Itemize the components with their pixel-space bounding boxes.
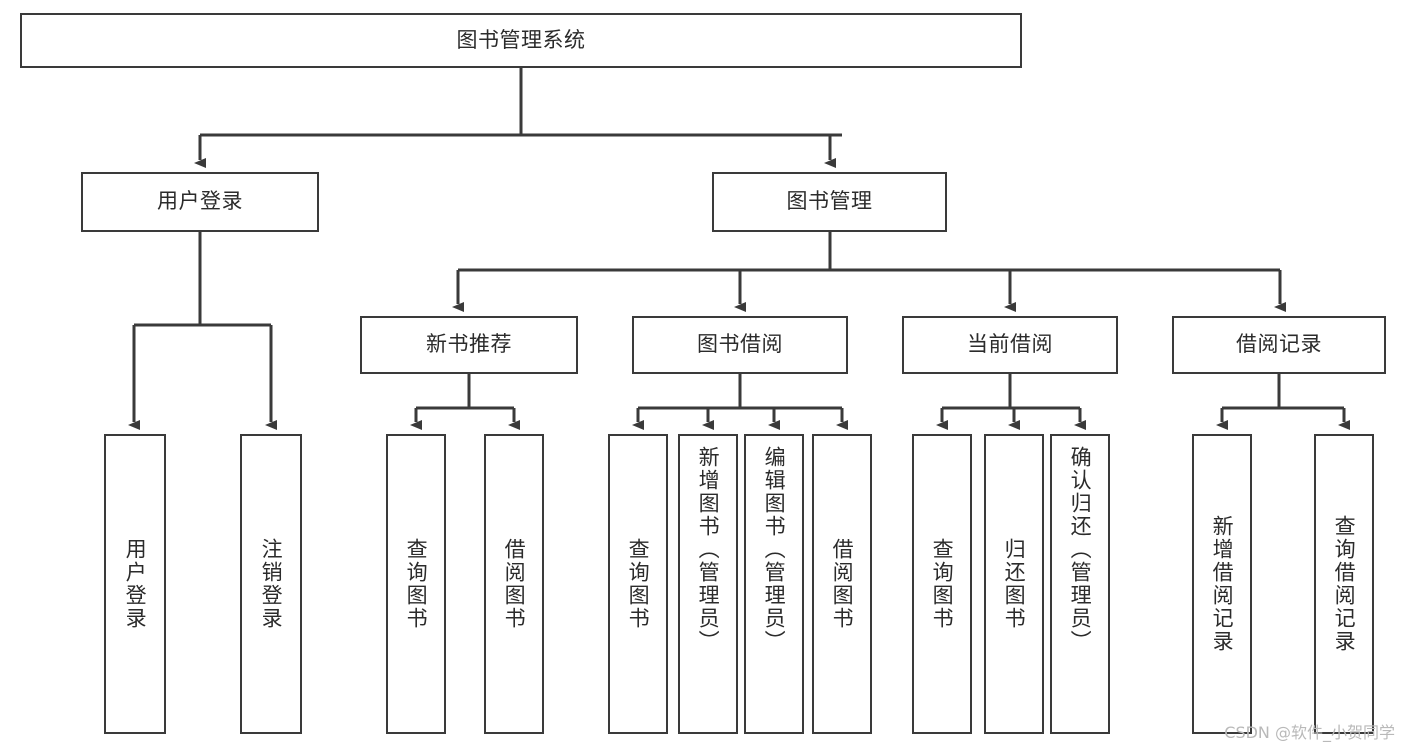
node-leaf-query-book-current[interactable]: 查询图书 xyxy=(912,434,972,734)
csdn-watermark: CSDN @软件_小贺同学 xyxy=(1224,723,1395,742)
node-leaf-query-book-recommend[interactable]: 查询图书 xyxy=(386,434,446,734)
node-book-management-label: 图书管理 xyxy=(786,189,873,214)
node-leaf-borrow-book-borrow-label: 借阅图书 xyxy=(830,538,855,630)
node-leaf-logout-login[interactable]: 注销登录 xyxy=(240,434,302,734)
node-leaf-query-borrow-record-label: 查询借阅记录 xyxy=(1332,515,1357,653)
node-leaf-user-login-label: 用户登录 xyxy=(123,538,148,630)
node-leaf-confirm-return-admin-label: 确认归还（管理员） xyxy=(1068,446,1093,653)
node-borrow-record-label: 借阅记录 xyxy=(1236,332,1322,357)
node-leaf-query-book-current-label: 查询图书 xyxy=(930,538,955,630)
node-book-borrow[interactable]: 图书借阅 xyxy=(632,316,848,374)
node-leaf-logout-login-label: 注销登录 xyxy=(259,538,284,630)
node-leaf-return-book-label: 归还图书 xyxy=(1002,538,1027,630)
node-leaf-confirm-return-admin[interactable]: 确认归还（管理员） xyxy=(1050,434,1110,734)
node-leaf-borrow-book-recommend-label: 借阅图书 xyxy=(502,538,527,630)
node-book-management[interactable]: 图书管理 xyxy=(712,172,947,232)
node-leaf-edit-book-admin[interactable]: 编辑图书（管理员） xyxy=(744,434,804,734)
node-leaf-add-book-admin-label: 新增图书（管理员） xyxy=(696,446,721,653)
node-current-borrow[interactable]: 当前借阅 xyxy=(902,316,1118,374)
node-leaf-query-book-recommend-label: 查询图书 xyxy=(404,538,429,630)
node-leaf-query-book-borrow[interactable]: 查询图书 xyxy=(608,434,668,734)
node-book-borrow-label: 图书借阅 xyxy=(697,332,783,357)
node-current-borrow-label: 当前借阅 xyxy=(967,332,1053,357)
node-user-login[interactable]: 用户登录 xyxy=(81,172,319,232)
node-root-label: 图书管理系统 xyxy=(456,27,586,52)
node-root[interactable]: 图书管理系统 xyxy=(20,13,1022,68)
node-leaf-borrow-book-recommend[interactable]: 借阅图书 xyxy=(484,434,544,734)
node-borrow-record[interactable]: 借阅记录 xyxy=(1172,316,1386,374)
node-leaf-add-book-admin[interactable]: 新增图书（管理员） xyxy=(678,434,738,734)
node-new-book-recommend-label: 新书推荐 xyxy=(426,332,512,357)
node-leaf-edit-book-admin-label: 编辑图书（管理员） xyxy=(762,446,787,653)
node-leaf-user-login[interactable]: 用户登录 xyxy=(104,434,166,734)
node-user-login-label: 用户登录 xyxy=(157,189,243,214)
node-leaf-query-book-borrow-label: 查询图书 xyxy=(626,538,651,630)
node-new-book-recommend[interactable]: 新书推荐 xyxy=(360,316,578,374)
node-leaf-add-borrow-record-label: 新增借阅记录 xyxy=(1210,515,1235,653)
node-leaf-add-borrow-record[interactable]: 新增借阅记录 xyxy=(1192,434,1252,734)
node-leaf-query-borrow-record[interactable]: 查询借阅记录 xyxy=(1314,434,1374,734)
node-leaf-return-book[interactable]: 归还图书 xyxy=(984,434,1044,734)
node-leaf-borrow-book-borrow[interactable]: 借阅图书 xyxy=(812,434,872,734)
